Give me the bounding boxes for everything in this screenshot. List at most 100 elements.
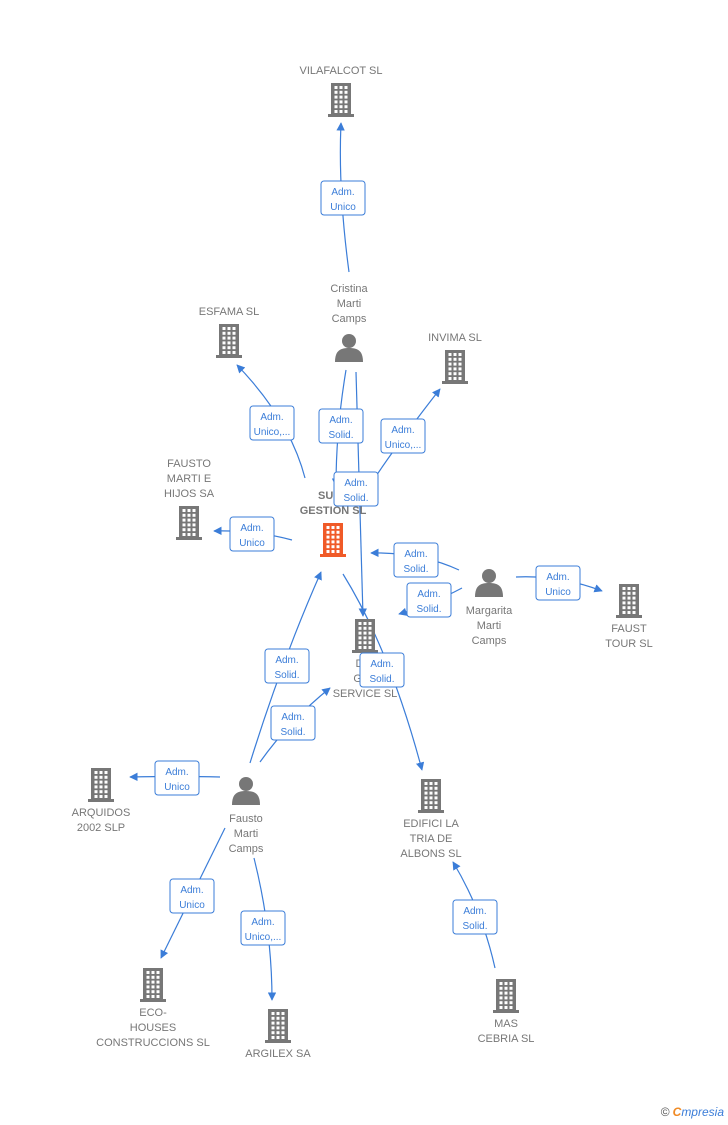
role-label-fausto-to-dic[interactable]: Adm. Solid. bbox=[270, 705, 316, 741]
node-label: Camps bbox=[332, 313, 367, 325]
role-text: Adm. bbox=[180, 885, 203, 896]
node-vilafalcot[interactable]: VILAFALCOT SL bbox=[300, 65, 383, 117]
node-label: Margarita bbox=[466, 605, 513, 617]
node-label: FAUST bbox=[611, 623, 647, 635]
node-label: Marti bbox=[234, 828, 258, 840]
roles-layer: Adm.UnicoAdm.Unico,...Adm.Solid.Adm.Unic… bbox=[154, 180, 581, 946]
node-label: SERVICE SL bbox=[333, 688, 398, 700]
role-label-surf-to-invima[interactable]: Adm. Unico,... bbox=[380, 418, 426, 454]
building-icon bbox=[442, 350, 468, 384]
role-text: Adm. bbox=[546, 572, 569, 583]
node-label: EDIFICI LA bbox=[403, 818, 459, 830]
role-text: Unico bbox=[545, 587, 571, 598]
role-label-fausto-to-argilex[interactable]: Adm. Unico,... bbox=[240, 910, 286, 946]
role-label-mas_cebria-to-edifici[interactable]: Adm.Solid. bbox=[452, 899, 498, 935]
role-text: Adm. bbox=[404, 549, 427, 560]
role-text: Adm. bbox=[165, 767, 188, 778]
node-label: HOUSES bbox=[130, 1022, 176, 1034]
role-text: Unico bbox=[164, 782, 190, 793]
copyright-icon: © bbox=[660, 1105, 670, 1119]
node-faust-tour[interactable]: FAUST TOUR SL bbox=[605, 584, 653, 650]
edges-layer bbox=[129, 122, 603, 1001]
node-invima[interactable]: INVIMA SL bbox=[428, 332, 482, 384]
building-icon bbox=[328, 83, 354, 117]
footer-brand[interactable]: ©Cmpresia bbox=[661, 1105, 724, 1119]
role-label-fausto-to-eco[interactable]: Adm. Unico bbox=[169, 878, 215, 914]
node-label: VILAFALCOT SL bbox=[300, 65, 383, 77]
role-label-cristina-to-dic[interactable]: Adm. Solid. bbox=[333, 471, 379, 507]
role-label-fausto-to-arquidos[interactable]: Adm. Unico bbox=[154, 760, 200, 796]
role-text: Solid. bbox=[328, 430, 353, 441]
role-label-fausto-to-surf[interactable]: Adm.Solid. bbox=[264, 648, 310, 684]
role-text: Adm. bbox=[463, 906, 486, 917]
role-label-surf-to-fausto_hijos[interactable]: Adm.Unico bbox=[229, 516, 275, 552]
role-label-surf-to-esfama[interactable]: Adm.Unico,... bbox=[249, 405, 295, 441]
node-label: MAS bbox=[494, 1018, 518, 1030]
brand-name: mpresia bbox=[681, 1105, 724, 1119]
role-text: Solid. bbox=[280, 727, 305, 738]
role-text: Adm. bbox=[329, 415, 352, 426]
node-mas-cebria[interactable]: MAS CEBRIA SL bbox=[478, 979, 535, 1045]
building-icon bbox=[176, 506, 202, 540]
role-text: Adm. bbox=[251, 917, 274, 928]
role-text: Unico,... bbox=[254, 427, 291, 438]
role-text: Solid. bbox=[403, 564, 428, 575]
node-label: 2002 SLP bbox=[77, 822, 125, 834]
role-text: Solid. bbox=[343, 493, 368, 504]
role-text: Adm. bbox=[281, 712, 304, 723]
role-text: Solid. bbox=[416, 604, 441, 615]
node-label: ECO- bbox=[139, 1007, 167, 1019]
node-label: ARQUIDOS bbox=[72, 807, 131, 819]
node-label: CONSTRUCCIONS SL bbox=[96, 1037, 210, 1049]
role-text: Solid. bbox=[369, 674, 394, 685]
role-text: Adm. bbox=[331, 187, 354, 198]
node-label: Marti bbox=[337, 298, 361, 310]
node-label: INVIMA SL bbox=[428, 332, 482, 344]
role-text: Solid. bbox=[274, 670, 299, 681]
node-argilex[interactable]: ARGILEX SA bbox=[245, 1009, 311, 1060]
node-label: TOUR SL bbox=[605, 638, 652, 650]
node-label: MARTI E bbox=[167, 473, 211, 485]
role-text: Unico,... bbox=[385, 440, 422, 451]
role-text: Adm. bbox=[344, 478, 367, 489]
node-label: TRIA DE bbox=[410, 833, 453, 845]
node-label: Camps bbox=[472, 635, 507, 647]
person-icon bbox=[475, 569, 503, 597]
building-icon bbox=[88, 768, 114, 802]
role-text: Adm. bbox=[417, 589, 440, 600]
role-text: Unico bbox=[179, 900, 205, 911]
role-label-margarita-to-faust_tour[interactable]: Adm. Unico bbox=[535, 565, 581, 601]
node-fausto-hijos[interactable]: FAUSTO MARTI E HIJOS SA bbox=[164, 458, 215, 540]
role-label-surf-to-edifici[interactable]: Adm. Solid. bbox=[359, 652, 405, 688]
role-label-cristina-to-surf[interactable]: Adm. Solid. bbox=[318, 408, 364, 444]
role-label-margarita-to-dic[interactable]: Adm. Solid. bbox=[406, 582, 452, 618]
person-icon bbox=[232, 777, 260, 805]
node-eco[interactable]: ECO- HOUSES CONSTRUCCIONS SL bbox=[96, 968, 210, 1049]
building-icon bbox=[216, 324, 242, 358]
role-text: Adm. bbox=[370, 659, 393, 670]
node-label: Cristina bbox=[330, 283, 368, 295]
node-label: Fausto bbox=[229, 813, 263, 825]
node-edifici[interactable]: EDIFICI LA TRIA DE ALBONS SL bbox=[400, 779, 462, 860]
node-label: ALBONS SL bbox=[400, 848, 461, 860]
building-icon bbox=[352, 619, 378, 653]
node-label: ESFAMA SL bbox=[199, 306, 260, 318]
role-text: Adm. bbox=[391, 425, 414, 436]
node-label: CEBRIA SL bbox=[478, 1033, 535, 1045]
role-label-margarita-to-surf[interactable]: Adm. Solid. bbox=[393, 542, 439, 578]
node-label: HIJOS SA bbox=[164, 488, 215, 500]
role-text: Adm. bbox=[240, 523, 263, 534]
brand-first-letter: C bbox=[672, 1105, 682, 1119]
node-arquidos[interactable]: ARQUIDOS 2002 SLP bbox=[72, 768, 131, 834]
role-text: Unico,... bbox=[245, 932, 282, 943]
role-label-cristina-to-vilafalcot[interactable]: Adm.Unico bbox=[320, 180, 366, 216]
node-label: FAUSTO bbox=[167, 458, 211, 470]
building-icon bbox=[265, 1009, 291, 1043]
node-esfama[interactable]: ESFAMA SL bbox=[199, 306, 260, 358]
